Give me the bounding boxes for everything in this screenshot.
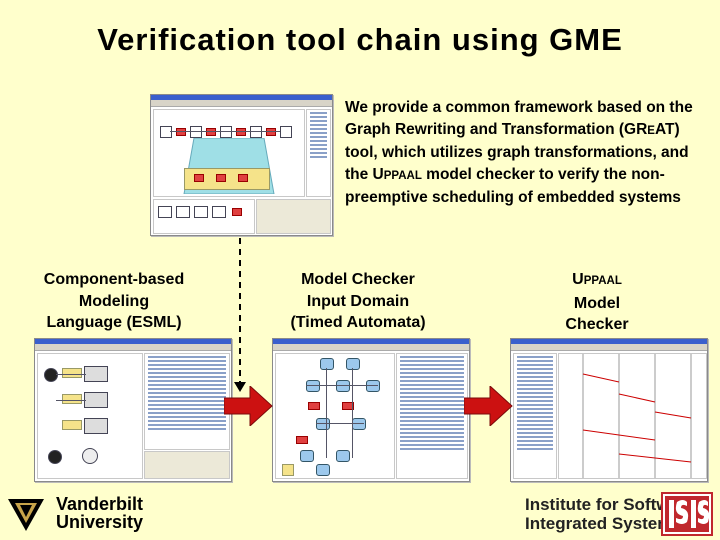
esml-label-line2: Modeling bbox=[78, 292, 150, 310]
esml-label-line1: Component-based bbox=[43, 271, 185, 288]
description-part1-smallcaps: E bbox=[647, 124, 655, 137]
isis-text: Institute for Software Integrated System… bbox=[525, 495, 695, 533]
uppaal-lead: U bbox=[572, 271, 584, 288]
isis-line2: Integrated Systems bbox=[525, 514, 682, 533]
timed-automata-screenshot bbox=[272, 338, 470, 482]
vanderbilt-logo-icon bbox=[8, 499, 44, 531]
uppaal-label-line2: Model bbox=[573, 294, 621, 312]
isis-logo-icon bbox=[661, 492, 713, 536]
uppaal-lead-smallcaps: PPAAL bbox=[583, 275, 622, 287]
esml-label-line3: Language (ESML) bbox=[46, 314, 182, 331]
esml-label: Component-based Modeling Language (ESML) bbox=[22, 269, 206, 334]
uppaal-label: UPPAAL Model Checker bbox=[520, 269, 674, 336]
description-part2: AT) tool, which utilizes graph transform… bbox=[345, 120, 689, 183]
description-text: We provide a common framework based on t… bbox=[345, 97, 705, 209]
input-label-line3: (Timed Automata) bbox=[290, 314, 426, 331]
input-label-line1: Model Checker bbox=[301, 271, 415, 288]
esml-screenshot bbox=[34, 338, 232, 482]
isis-line1: Institute for Software bbox=[525, 495, 696, 514]
uppaal-label-line3: Checker bbox=[565, 316, 629, 333]
vanderbilt-line1: Vanderbilt bbox=[56, 494, 144, 514]
uppaal-label-line1: UPPAAL bbox=[520, 269, 674, 293]
great-tool-screenshot bbox=[150, 94, 333, 236]
input-label-line2: Input Domain bbox=[306, 292, 410, 310]
dashed-down-arrow-icon bbox=[234, 238, 246, 392]
right-arrow-icon bbox=[464, 386, 513, 426]
uppaal-screenshot bbox=[510, 338, 708, 482]
right-arrow-icon bbox=[224, 386, 273, 426]
slide-title: Verification tool chain using GME bbox=[97, 22, 623, 57]
model-checker-input-label: Model Checker Input Domain (Timed Automa… bbox=[266, 269, 450, 334]
vanderbilt-university-text: Vanderbilt University bbox=[56, 495, 143, 531]
description-part2-smallcaps: PPAAL bbox=[383, 169, 422, 182]
description-part1: We provide a common framework based on t… bbox=[345, 99, 693, 138]
vanderbilt-line2: University bbox=[56, 512, 144, 532]
description-part3: model checker to verify the non-preempti… bbox=[345, 165, 681, 207]
